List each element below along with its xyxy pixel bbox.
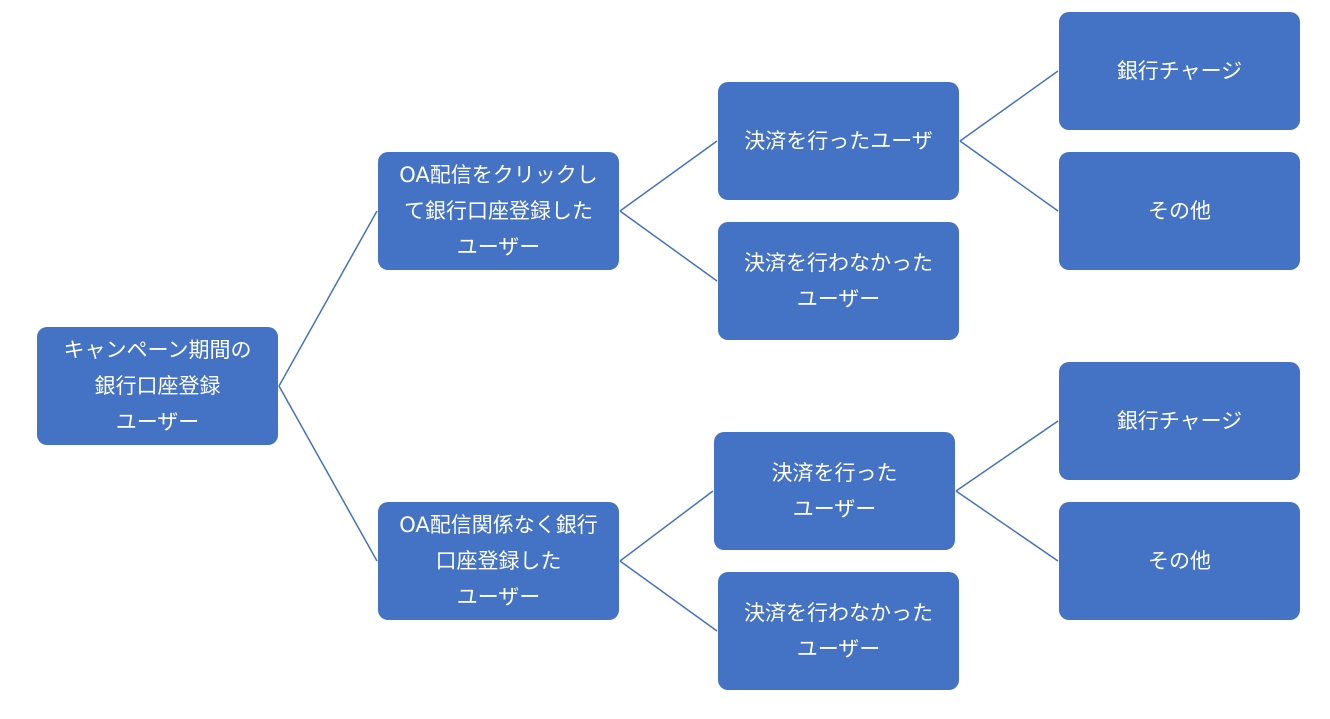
edge-unrelated-paid-bank-charge — [955, 420, 1059, 492]
node-click-paid-other-line-1: その他 — [1148, 199, 1211, 223]
edge-oa-unrelated-paid — [619, 490, 714, 562]
edge-oa-click-unpaid — [619, 210, 718, 282]
edge-oa-click-paid — [619, 140, 718, 212]
node-unrelated-paid-other: その他 — [1059, 502, 1300, 620]
node-unrelated-paid-line-1: 決済を行った — [771, 461, 898, 485]
node-click-paid-other: その他 — [1059, 152, 1300, 270]
node-oa-click-line-3: ユーザー — [456, 235, 541, 259]
node-oa-click: OA配信をクリックし て銀行口座登録した ユーザー — [378, 152, 619, 270]
node-click-paid-bank-charge: 銀行チャージ — [1059, 12, 1300, 130]
node-oa-unrelated-line-1: OA配信関係なく銀行 — [399, 513, 598, 537]
node-root-line-2: 銀行口座登録 — [94, 374, 221, 398]
node-unrelated-paid-other-line-1: その他 — [1148, 549, 1211, 573]
edge-click-paid-other — [959, 140, 1059, 212]
node-unrelated-paid-bank-charge: 銀行チャージ — [1059, 362, 1300, 480]
edge-root-oa-unrelated — [278, 385, 378, 562]
node-unrelated-unpaid-line-1: 決済を行わなかった — [744, 601, 933, 625]
node-click-paid-bank-charge-line-1: 銀行チャージ — [1116, 59, 1243, 83]
node-root: キャンペーン期間の 銀行口座登録 ユーザー — [37, 327, 278, 445]
edge-oa-unrelated-unpaid — [619, 560, 718, 632]
node-unrelated-paid-line-2: ユーザー — [792, 497, 877, 521]
node-oa-unrelated: OA配信関係なく銀行 口座登録した ユーザー — [378, 502, 619, 620]
node-root-line-3: ユーザー — [115, 410, 200, 434]
node-click-paid: 決済を行ったユーザ — [718, 82, 959, 200]
node-click-unpaid-line-1: 決済を行わなかった — [744, 251, 933, 275]
node-unrelated-unpaid: 決済を行わなかった ユーザー — [718, 572, 959, 690]
node-unrelated-paid-bank-charge-line-1: 銀行チャージ — [1116, 409, 1243, 433]
node-click-unpaid-line-2: ユーザー — [796, 287, 881, 311]
node-oa-click-line-2: て銀行口座登録した — [404, 199, 593, 223]
node-oa-unrelated-line-2: 口座登録した — [435, 549, 562, 573]
node-click-paid-line-1: 決済を行ったユーザ — [744, 129, 933, 153]
node-oa-unrelated-line-3: ユーザー — [456, 585, 541, 609]
node-unrelated-paid: 決済を行った ユーザー — [714, 432, 955, 550]
edge-click-paid-bank-charge — [959, 70, 1059, 142]
edge-root-oa-click — [278, 210, 378, 387]
node-oa-click-line-1: OA配信をクリックし — [399, 163, 598, 187]
node-root-line-1: キャンペーン期間の — [63, 338, 252, 362]
edge-unrelated-paid-other — [955, 490, 1059, 562]
node-click-unpaid: 決済を行わなかった ユーザー — [718, 222, 959, 340]
node-unrelated-unpaid-line-2: ユーザー — [796, 637, 881, 661]
